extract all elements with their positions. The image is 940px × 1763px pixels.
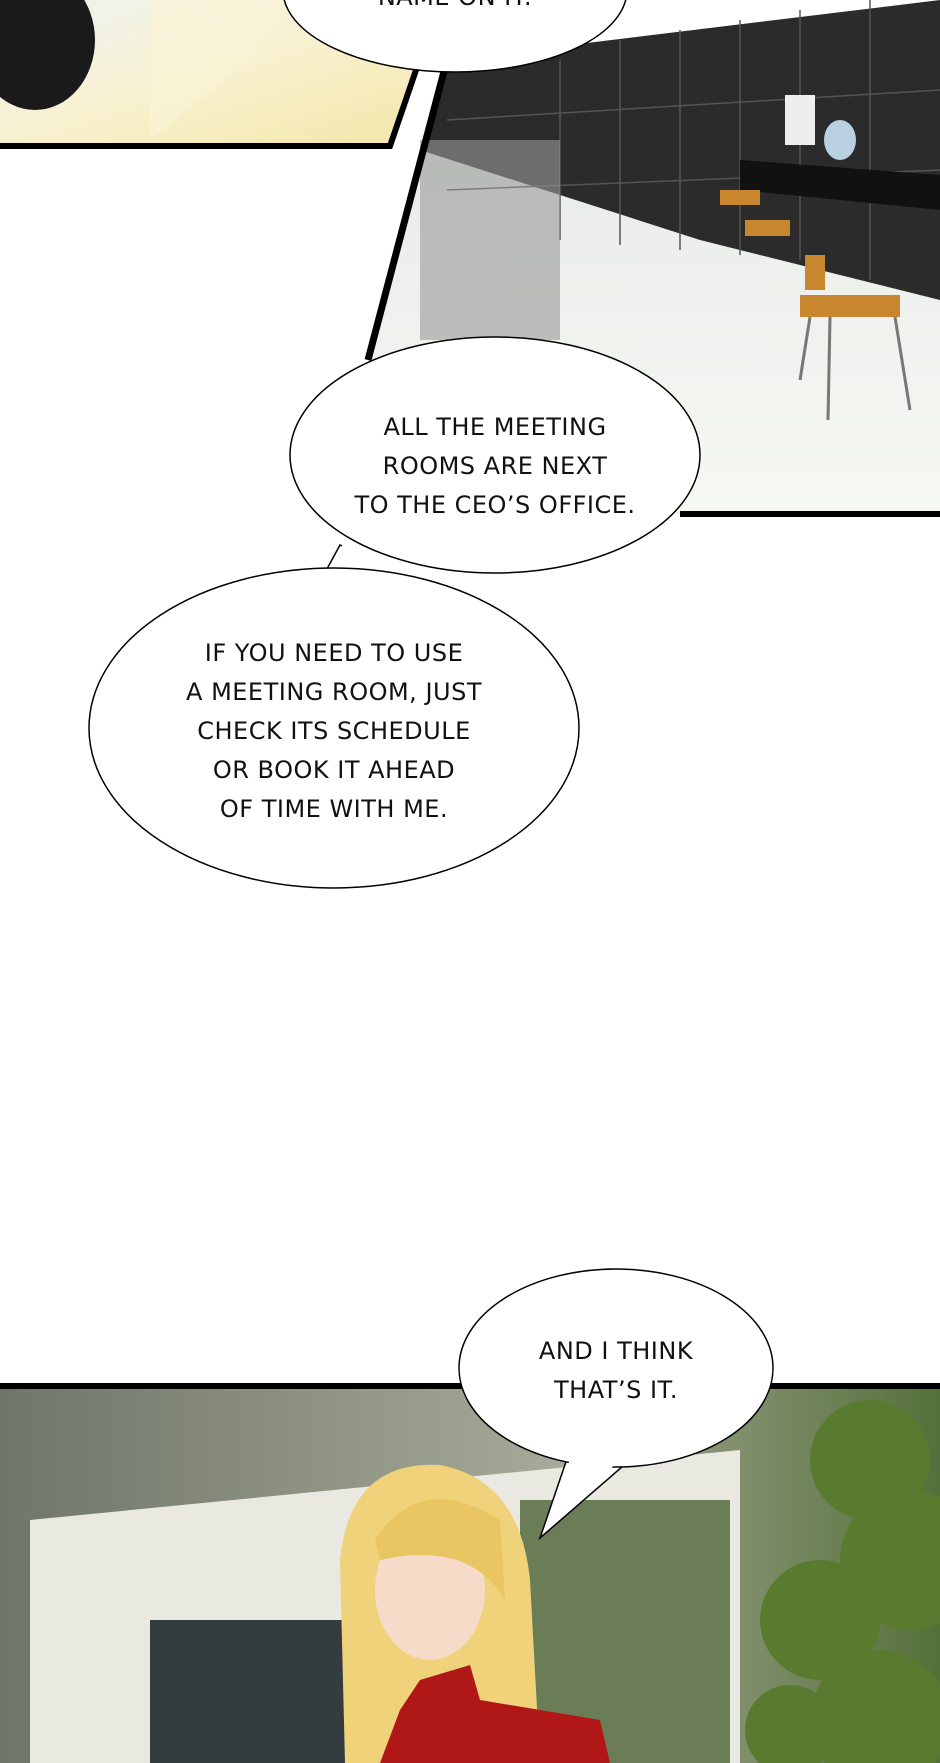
speech-bubble-top	[283, 0, 627, 73]
dialogue-meeting-rooms: ALL THE MEETING ROOMS ARE NEXT TO THE CE…	[354, 408, 635, 525]
woman-character	[340, 1464, 610, 1763]
foliage	[745, 1400, 940, 1763]
counter	[740, 160, 940, 210]
chairs	[720, 190, 900, 317]
coffee-machine	[785, 95, 815, 145]
dialogue-line: NAME ON IT.	[378, 0, 532, 17]
dialogue-line: OR BOOK IT AHEAD	[212, 756, 456, 784]
dialogue-line: CHECK ITS SCHEDULE	[197, 717, 471, 745]
dialogue-thats-it: AND I THINK THAT’S IT.	[539, 1332, 693, 1410]
sink-counter	[420, 140, 560, 340]
dialogue-line: A MEETING ROOM, JUST	[186, 678, 482, 706]
dark-plant-shape	[0, 0, 95, 110]
dialogue-line: TO THE CEO’S OFFICE.	[354, 491, 636, 519]
dialogue-line: IF YOU NEED TO USE	[204, 639, 464, 667]
panel-office	[0, 1383, 940, 1763]
dialogue-top: NAME ON IT.	[378, 0, 532, 17]
speech-bubble-booking	[88, 567, 580, 889]
kettle	[824, 120, 856, 160]
dialogue-line: ROOMS ARE NEXT	[382, 452, 608, 480]
dialogue-booking: IF YOU NEED TO USE A MEETING ROOM, JUST …	[186, 634, 482, 829]
dialogue-line: THAT’S IT.	[554, 1376, 678, 1404]
dialogue-line: AND I THINK	[538, 1337, 694, 1365]
speech-bubble-thats-it	[458, 1268, 774, 1541]
dialogue-line: OF TIME WITH ME.	[219, 795, 449, 823]
dialogue-line: ALL THE MEETING	[383, 413, 607, 441]
